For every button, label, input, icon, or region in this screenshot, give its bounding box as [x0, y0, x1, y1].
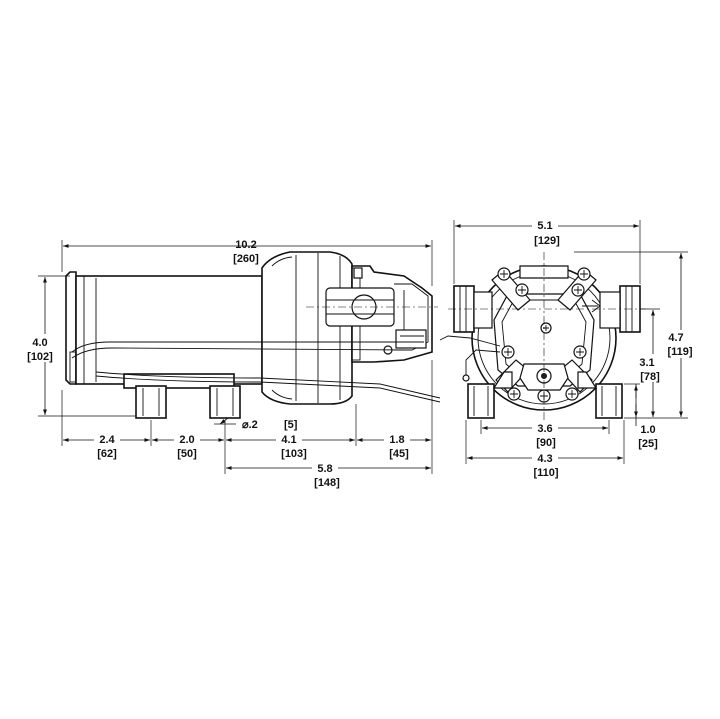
motor-housing	[75, 275, 263, 385]
dim-overall-height-mm: [119]	[667, 346, 692, 358]
dim-foot-offset-in: 2.4	[99, 434, 115, 446]
dim-hole-in: ⌀.2	[242, 419, 258, 431]
screw-heads	[497, 267, 591, 403]
dim-overall-width-mm: [129]	[534, 235, 560, 247]
end-wire-lead	[439, 335, 501, 347]
dim-head-length-mm: [45]	[389, 448, 409, 460]
dim-base-width-in: 4.3	[537, 453, 552, 465]
dim-hole-spacing-mm: [90]	[536, 437, 556, 449]
end-view-dimensions: 5.1 [129] 4.7 [119] 3.1 [78] 1.0 [25] 3.…	[453, 218, 696, 479]
side-view	[65, 251, 441, 419]
wire-lead	[71, 341, 420, 353]
dim-foot-to-end-mm: [148]	[314, 477, 340, 489]
dim-foot-to-end-in: 5.8	[317, 463, 332, 475]
dim-overall-length-mm: [260]	[233, 253, 259, 265]
foot-left	[135, 385, 167, 419]
end-view	[439, 252, 646, 420]
dim-overall-height-in: 4.7	[668, 332, 683, 344]
dim-foot-to-head-in: 4.1	[281, 434, 296, 446]
dim-foot-spacing-mm: [50]	[177, 448, 197, 460]
motor-end-cap	[65, 271, 77, 385]
dim-hole-spacing-in: 3.6	[537, 423, 552, 435]
side-view-dimensions: 10.2 [260] 4.0 [102] 2.4 [62] 2.0 [50] ⌀…	[24, 239, 433, 489]
dim-overall-length-in: 10.2	[235, 239, 256, 251]
dim-foot-height-in: 1.0	[640, 424, 655, 436]
dim-hole-mm: [5]	[284, 419, 298, 431]
dim-foot-offset-mm: [62]	[97, 448, 117, 460]
dim-port-height-in: 3.1	[639, 357, 654, 369]
motor-flange	[261, 251, 353, 405]
end-foot-right	[595, 383, 623, 419]
dim-head-length-in: 1.8	[389, 434, 404, 446]
dim-port-height-mm: [78]	[640, 371, 660, 383]
dim-height-in: 4.0	[32, 337, 47, 349]
end-foot-left	[467, 383, 495, 419]
dim-foot-spacing-in: 2.0	[179, 434, 194, 446]
dim-foot-height-mm: [25]	[638, 438, 658, 450]
dim-base-width-mm: [110]	[533, 467, 558, 479]
foot-right	[209, 385, 241, 419]
dim-height-mm: [102]	[27, 351, 53, 363]
flow-arrow	[582, 299, 601, 313]
dim-overall-width-in: 5.1	[537, 220, 552, 232]
dim-foot-to-head-mm: [103]	[281, 448, 307, 460]
